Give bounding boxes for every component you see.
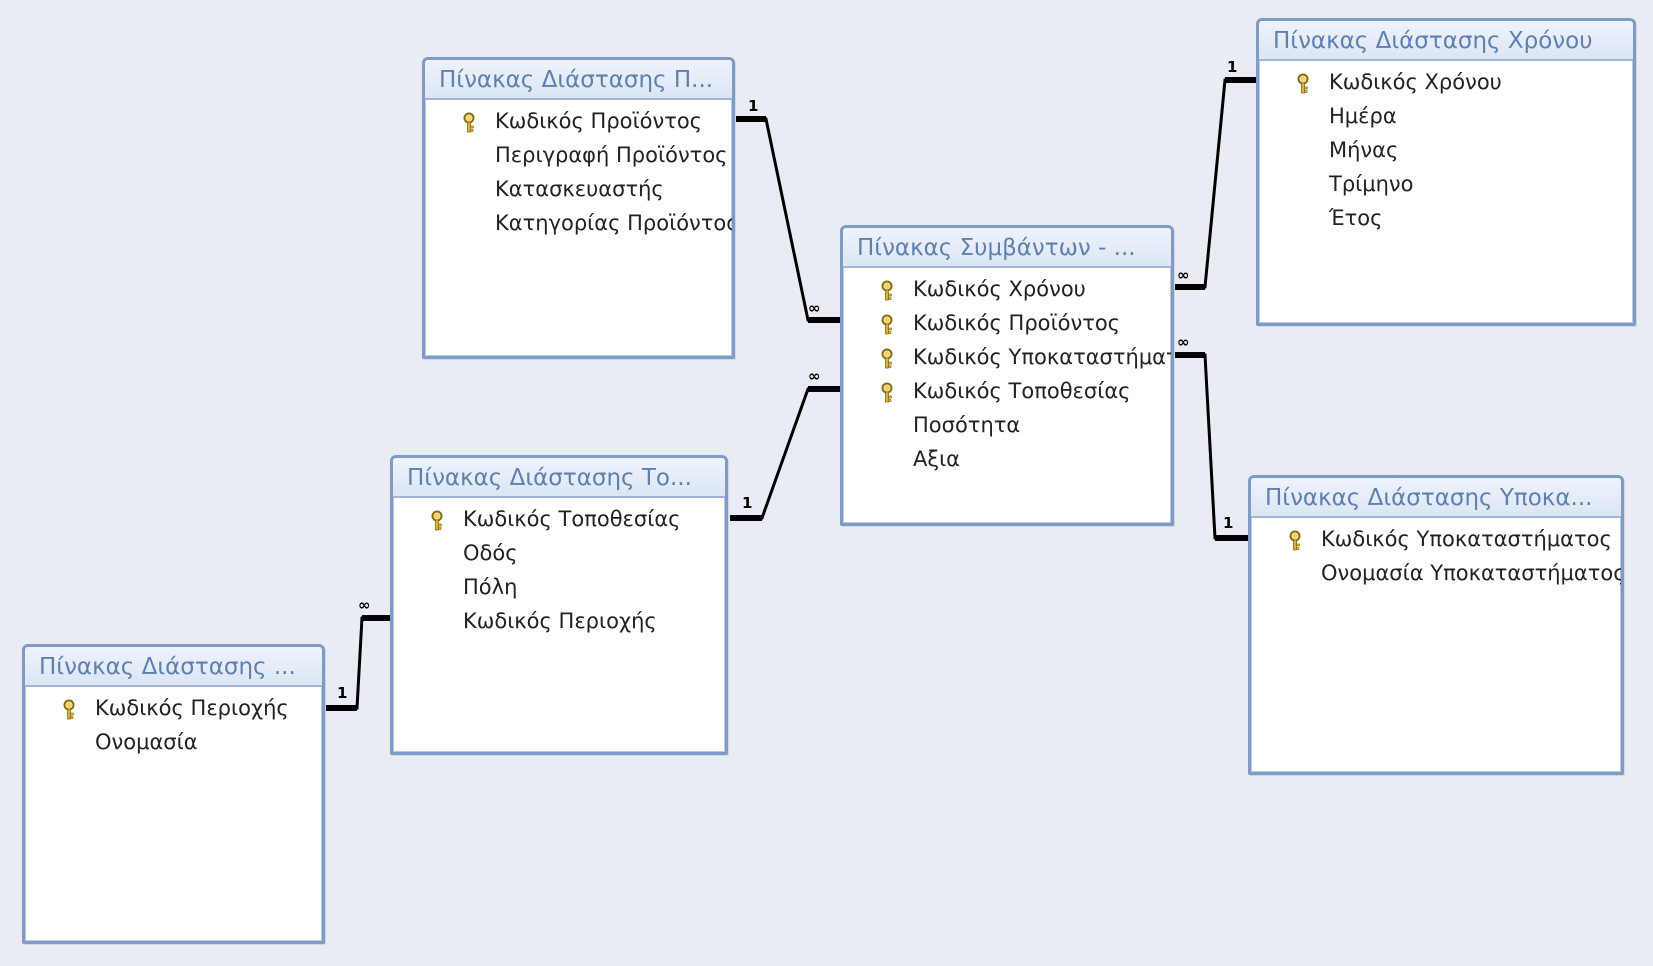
field-row[interactable]: Κωδικός Περιοχής	[25, 691, 322, 725]
field-row[interactable]: Κωδικός Τοποθεσίας	[843, 374, 1171, 408]
field-row[interactable]: Κωδικός Υποκαταστήματος	[1251, 522, 1621, 556]
relationship-region-location[interactable]: 1 ∞	[325, 596, 393, 711]
cardinality-one-label: 1	[1223, 514, 1233, 532]
table-title[interactable]: Πίνακας Διάστασης Χρόνου	[1259, 21, 1633, 61]
field-row[interactable]: Ονομασία	[25, 725, 322, 759]
field-row[interactable]: Κωδικός Χρόνου	[843, 272, 1171, 306]
field-row[interactable]: Ονομασία Υποκαταστήματος	[1251, 556, 1621, 590]
cardinality-one-label: 1	[742, 494, 752, 512]
field-name: Έτος	[1329, 206, 1383, 230]
field-name: Κωδικός Περιοχής	[95, 696, 289, 720]
field-name: Μήνας	[1329, 138, 1399, 162]
field-name: Πόλη	[463, 575, 518, 599]
field-name: Περιγραφή Προϊόντος	[495, 143, 728, 167]
cardinality-many-label: ∞	[808, 299, 821, 317]
field-row[interactable]: Κωδικός Προϊόντος	[843, 306, 1171, 340]
primary-key-icon	[879, 312, 895, 335]
table-title[interactable]: Πίνακας Συμβάντων - ...	[843, 228, 1171, 268]
field-row[interactable]: Περιγραφή Προϊόντος	[425, 138, 732, 172]
table-product-dimension[interactable]: Πίνακας Διάστασης Π... Κωδικός Προϊόντος…	[422, 57, 735, 359]
field-row[interactable]: Πόλη	[393, 570, 725, 604]
cardinality-one-label: 1	[748, 97, 758, 115]
field-row[interactable]: Μήνας	[1259, 133, 1633, 167]
table-title[interactable]: Πίνακας Διάστασης Το...	[393, 458, 725, 498]
field-name: Κατασκευαστής	[495, 177, 664, 201]
field-name: Αξια	[913, 447, 961, 471]
field-name: Κωδικός Υποκαταστήματος	[1321, 527, 1612, 551]
field-row[interactable]: Ποσότητα	[843, 408, 1171, 442]
cardinality-many-label: ∞	[358, 596, 371, 614]
cardinality-many-label: ∞	[1177, 333, 1190, 351]
field-row[interactable]: Κωδικός Υποκαταστήματος	[843, 340, 1171, 374]
field-name: Ονομασία	[95, 730, 198, 754]
field-row[interactable]: Έτος	[1259, 201, 1633, 235]
field-row[interactable]: Οδός	[393, 536, 725, 570]
cardinality-many-label: ∞	[808, 367, 821, 385]
field-name: Οδός	[463, 541, 518, 565]
field-name: Κωδικός Τοποθεσίας	[913, 379, 1131, 403]
field-name: Κωδικός Χρόνου	[1329, 70, 1502, 94]
cardinality-one-label: 1	[337, 684, 347, 702]
relationship-time-facts[interactable]: 1 ∞	[1173, 58, 1257, 290]
primary-key-icon	[61, 697, 77, 720]
cardinality-many-label: ∞	[1177, 266, 1190, 284]
field-name: Κωδικός Χρόνου	[913, 277, 1086, 301]
field-name: Κωδικός Περιοχής	[463, 609, 657, 633]
field-name: Ονομασία Υποκαταστήματος	[1321, 561, 1621, 585]
field-row[interactable]: Ημέρα	[1259, 99, 1633, 133]
field-row[interactable]: Κωδικός Τοποθεσίας	[393, 502, 725, 536]
table-branch-dimension[interactable]: Πίνακας Διάστασης Υποκα... Κωδικός Υποκα…	[1248, 475, 1624, 775]
field-row[interactable]: Αξια	[843, 442, 1171, 476]
primary-key-icon	[461, 110, 477, 133]
primary-key-icon	[879, 380, 895, 403]
field-name: Ποσότητα	[913, 413, 1021, 437]
primary-key-icon	[879, 278, 895, 301]
field-name: Ημέρα	[1329, 104, 1397, 128]
table-title[interactable]: Πίνακας Διάστασης ...	[25, 647, 322, 687]
primary-key-icon	[1287, 528, 1303, 551]
relationship-location-facts[interactable]: 1 ∞	[730, 367, 840, 521]
field-row[interactable]: Κωδικός Περιοχής	[393, 604, 725, 638]
primary-key-icon	[429, 508, 445, 531]
field-row[interactable]: Κατηγορίας Προϊόντος	[425, 206, 732, 240]
cardinality-one-label: 1	[1227, 58, 1237, 76]
table-title[interactable]: Πίνακας Διάστασης Υποκα...	[1251, 478, 1621, 518]
relationship-product-facts[interactable]: 1 ∞	[734, 97, 840, 323]
table-title[interactable]: Πίνακας Διάστασης Π...	[425, 60, 732, 100]
primary-key-icon	[1295, 71, 1311, 94]
field-row[interactable]: Τρίμηνο	[1259, 167, 1633, 201]
field-name: Τρίμηνο	[1329, 172, 1414, 196]
relationship-branch-facts[interactable]: 1 ∞	[1173, 333, 1250, 541]
table-location-dimension[interactable]: Πίνακας Διάστασης Το... Κωδικός Τοποθεσί…	[390, 455, 728, 755]
primary-key-icon	[879, 346, 895, 369]
field-name: Κατηγορίας Προϊόντος	[495, 211, 732, 235]
field-name: Κωδικός Προϊόντος	[913, 311, 1121, 335]
field-row[interactable]: Κωδικός Προϊόντος	[425, 104, 732, 138]
field-name: Κωδικός Προϊόντος	[495, 109, 703, 133]
field-row[interactable]: Κωδικός Χρόνου	[1259, 65, 1633, 99]
field-row[interactable]: Κατασκευαστής	[425, 172, 732, 206]
field-name: Κωδικός Τοποθεσίας	[463, 507, 681, 531]
field-name: Κωδικός Υποκαταστήματος	[913, 345, 1171, 369]
